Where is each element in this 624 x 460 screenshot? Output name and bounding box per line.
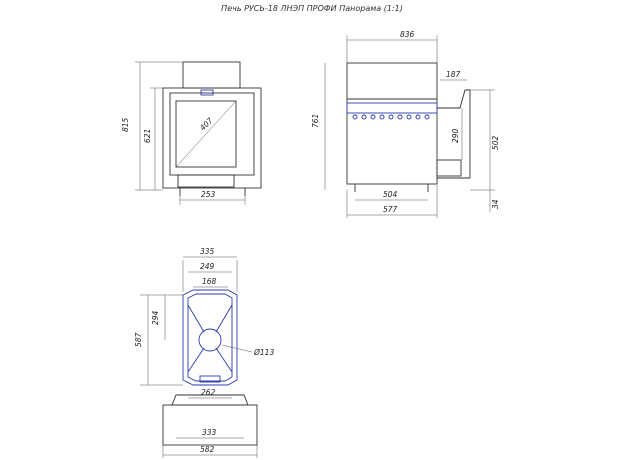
- dim-side-right: 502: [491, 135, 500, 150]
- dim-front-base: 253: [201, 190, 216, 199]
- front-glass: [175, 100, 237, 168]
- dim-front-height: 815: [121, 117, 130, 132]
- dim-plan-pipe: Ø113: [253, 348, 274, 357]
- dim-side-leg: 34: [491, 199, 500, 209]
- dim-plan-base: 333: [202, 428, 217, 437]
- plan-outer-body: [182, 289, 238, 386]
- dim-plan-depth: 587: [134, 332, 143, 347]
- front-view: 815 621 407 253: [121, 61, 262, 205]
- plan-chimney-pipe: [198, 328, 222, 352]
- plan-ash-slot: [199, 375, 221, 383]
- dim-glass-diagonal: 407: [198, 116, 215, 133]
- dim-side-depth: 577: [383, 205, 398, 214]
- dim-plan-depth-part: 294: [151, 310, 160, 325]
- dim-side-height: 761: [311, 114, 320, 128]
- door-handle: [200, 89, 214, 96]
- ash-drawer: [177, 174, 235, 188]
- side-blue-rivets: [352, 114, 430, 120]
- side-firebox-door: [437, 89, 471, 179]
- plan-inner-body: [187, 293, 233, 382]
- side-blue-band: [346, 102, 438, 114]
- dim-front-door: 621: [143, 129, 152, 143]
- dim-plan-base-total: 582: [200, 445, 215, 454]
- plan-base-step: [171, 394, 249, 406]
- front-main-body: [162, 87, 262, 189]
- front-door-frame: [169, 92, 255, 176]
- dim-plan-inner: 249: [200, 262, 215, 271]
- dim-plan-small: 168: [202, 277, 217, 286]
- dim-plan-bottom: 262: [201, 388, 216, 397]
- dim-side-top-offset: 187: [446, 70, 461, 79]
- dim-side-width: 836: [400, 30, 415, 39]
- drawing-title: Печь РУСЬ-18 ЛНЭП ПРОФИ Панорама (1:1): [221, 4, 403, 13]
- side-view: 836 187 761 290 502 34 504 577: [311, 30, 500, 218]
- front-top-body: [182, 61, 241, 89]
- dim-plan-outer: 335: [200, 247, 215, 256]
- plan-base-plate: [162, 404, 258, 446]
- side-ash-box: [436, 159, 462, 177]
- glass-diagonal: [175, 100, 237, 168]
- dim-side-base: 504: [383, 190, 398, 199]
- plan-view: 335 249 168 587 294 Ø113 262 333 582: [134, 247, 274, 458]
- side-top-tank: [346, 62, 438, 100]
- dim-side-mid: 290: [451, 128, 460, 143]
- side-body: [346, 98, 438, 185]
- dim-line-113: [221, 344, 253, 353]
